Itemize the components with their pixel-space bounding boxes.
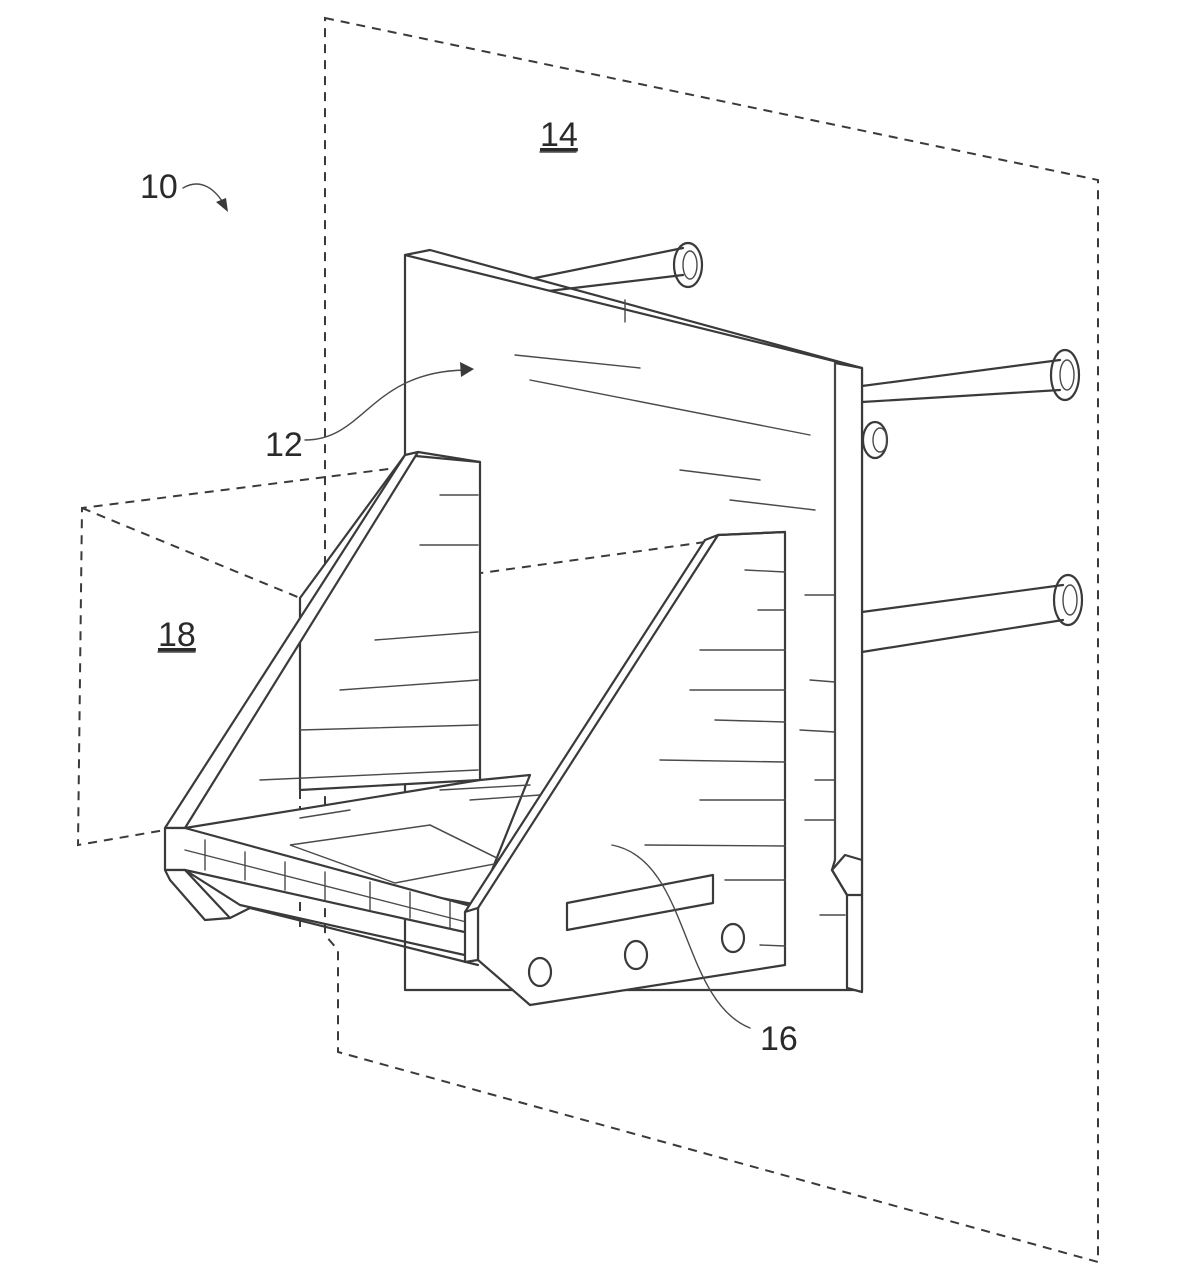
label-cradle-space: 18 <box>158 616 196 654</box>
label-mount-plate: 12 <box>265 426 303 464</box>
leader-12 <box>304 369 466 441</box>
leader-16 <box>611 844 751 1029</box>
wall-plane-outline <box>324 16 1099 1264</box>
leader-10-arrowhead <box>216 198 228 212</box>
mounting-rods <box>533 241 1084 654</box>
label-bracket: 16 <box>760 1020 798 1058</box>
bracket-slot <box>565 873 715 932</box>
bracket-hole <box>720 922 746 954</box>
bracket-hole <box>527 956 553 988</box>
bracket <box>163 450 846 1007</box>
label-assembly: 10 <box>140 168 178 206</box>
leader-12-arrowhead <box>460 362 474 377</box>
label-wall-plane: 14 <box>540 116 578 154</box>
bracket-hole <box>623 939 649 971</box>
